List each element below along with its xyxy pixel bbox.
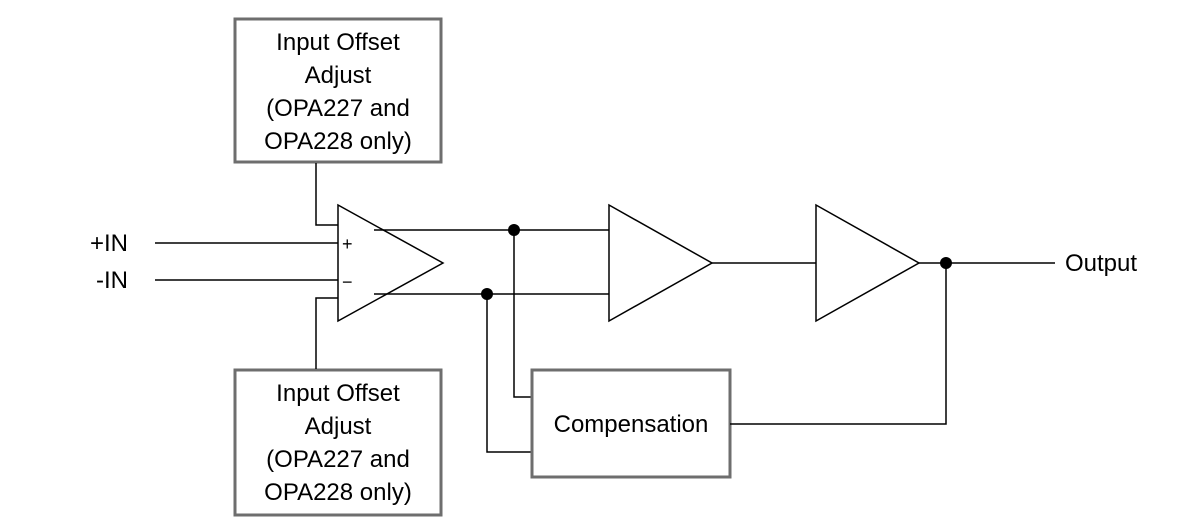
offset-bottom-line-3: (OPA227 and (266, 446, 410, 473)
plus-input-label: +IN (90, 230, 128, 257)
output-feedback-wire (730, 263, 947, 425)
offset-bottom-wire (315, 297, 338, 369)
input-offset-adjust-bottom: Input Offset Adjust (OPA227 and OPA228 o… (233, 368, 443, 517)
input-offset-adjust-bottom-box (233, 368, 443, 517)
offset-top-line-4: OPA228 only) (264, 128, 412, 155)
offset-top-line-1: Input Offset (276, 29, 400, 56)
offset-bottom-line-1: Input Offset (276, 380, 400, 407)
offset-bottom-line-2: Adjust (305, 413, 372, 440)
compensation-upper-wire (513, 230, 532, 398)
input-offset-adjust-top: Input Offset Adjust (OPA227 and OPA228 o… (233, 17, 443, 164)
input-offset-adjust-top-box (233, 17, 443, 164)
output-stage-amplifier (815, 203, 921, 323)
input-stage-amplifier (337, 203, 445, 323)
offset-top-line-2: Adjust (305, 62, 372, 89)
offset-bottom-line-4: OPA228 only) (264, 479, 412, 506)
offset-top-line-3: (OPA227 and (266, 95, 410, 122)
compensation-label: Compensation (554, 411, 709, 438)
output-label: Output (1065, 250, 1137, 277)
compensation-lower-wire (486, 294, 532, 453)
minus-sign: − (342, 272, 353, 292)
offset-top-wire (315, 163, 338, 226)
plus-sign: + (342, 234, 353, 254)
minus-input-label: -IN (96, 267, 128, 294)
second-stage-amplifier (608, 203, 714, 323)
